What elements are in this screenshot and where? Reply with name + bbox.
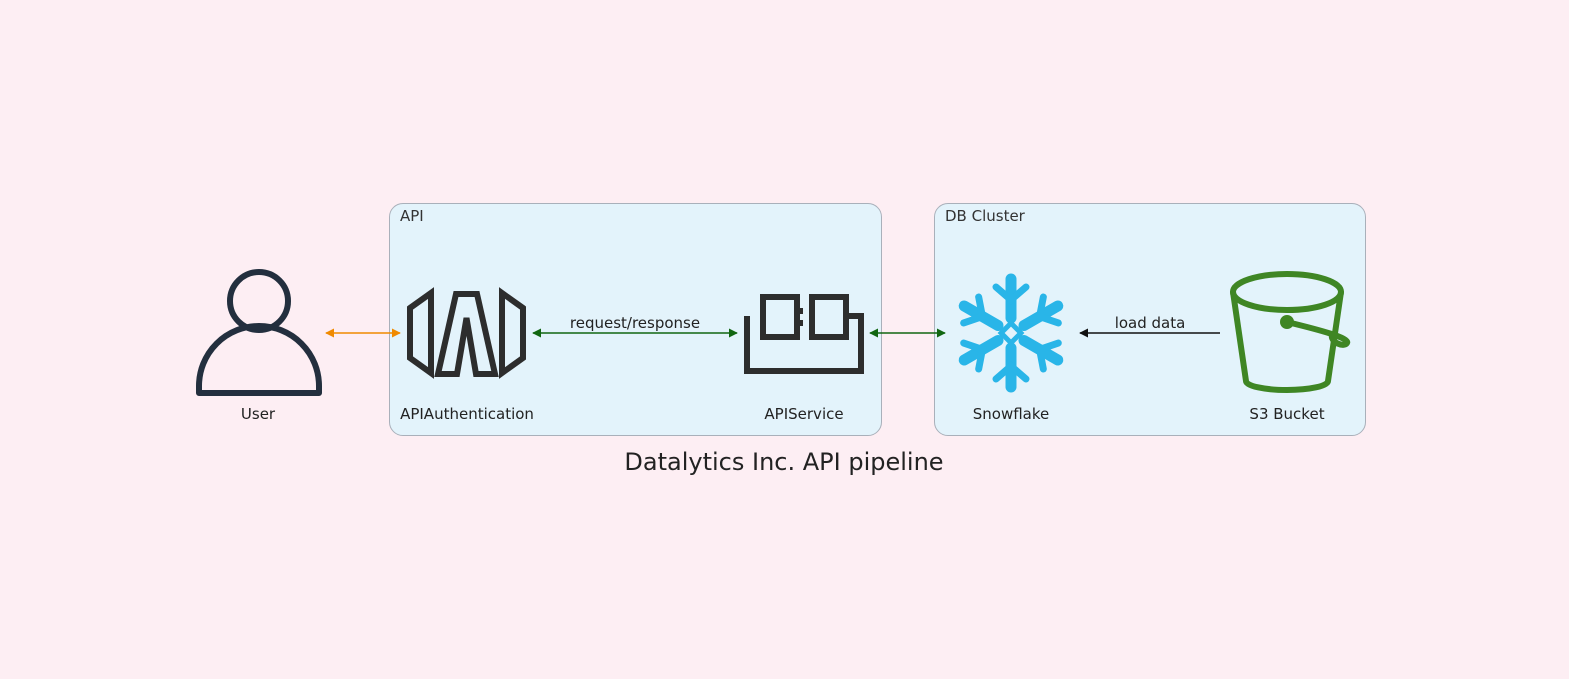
diagram-title: Datalytics Inc. API pipeline — [624, 448, 944, 476]
api-cluster-label: API — [400, 207, 424, 225]
edge-auth-service-label: request/response — [569, 314, 701, 332]
api-service-icon — [744, 294, 864, 374]
edge-s3-snowflake-label: load data — [1114, 314, 1186, 332]
user-icon — [196, 269, 322, 396]
user-label: User — [240, 405, 276, 423]
snowflake-label: Snowflake — [972, 405, 1050, 423]
s3-bucket-icon — [1230, 271, 1350, 393]
api-authentication-label: APIAuthentication — [400, 405, 534, 423]
s3-bucket-label: S3 Bucket — [1249, 405, 1325, 423]
snowflake-icon — [958, 273, 1064, 393]
api-authentication-icon — [407, 287, 526, 379]
db-cluster-label: DB Cluster — [945, 207, 1025, 225]
api-service-label: APIService — [764, 405, 844, 423]
